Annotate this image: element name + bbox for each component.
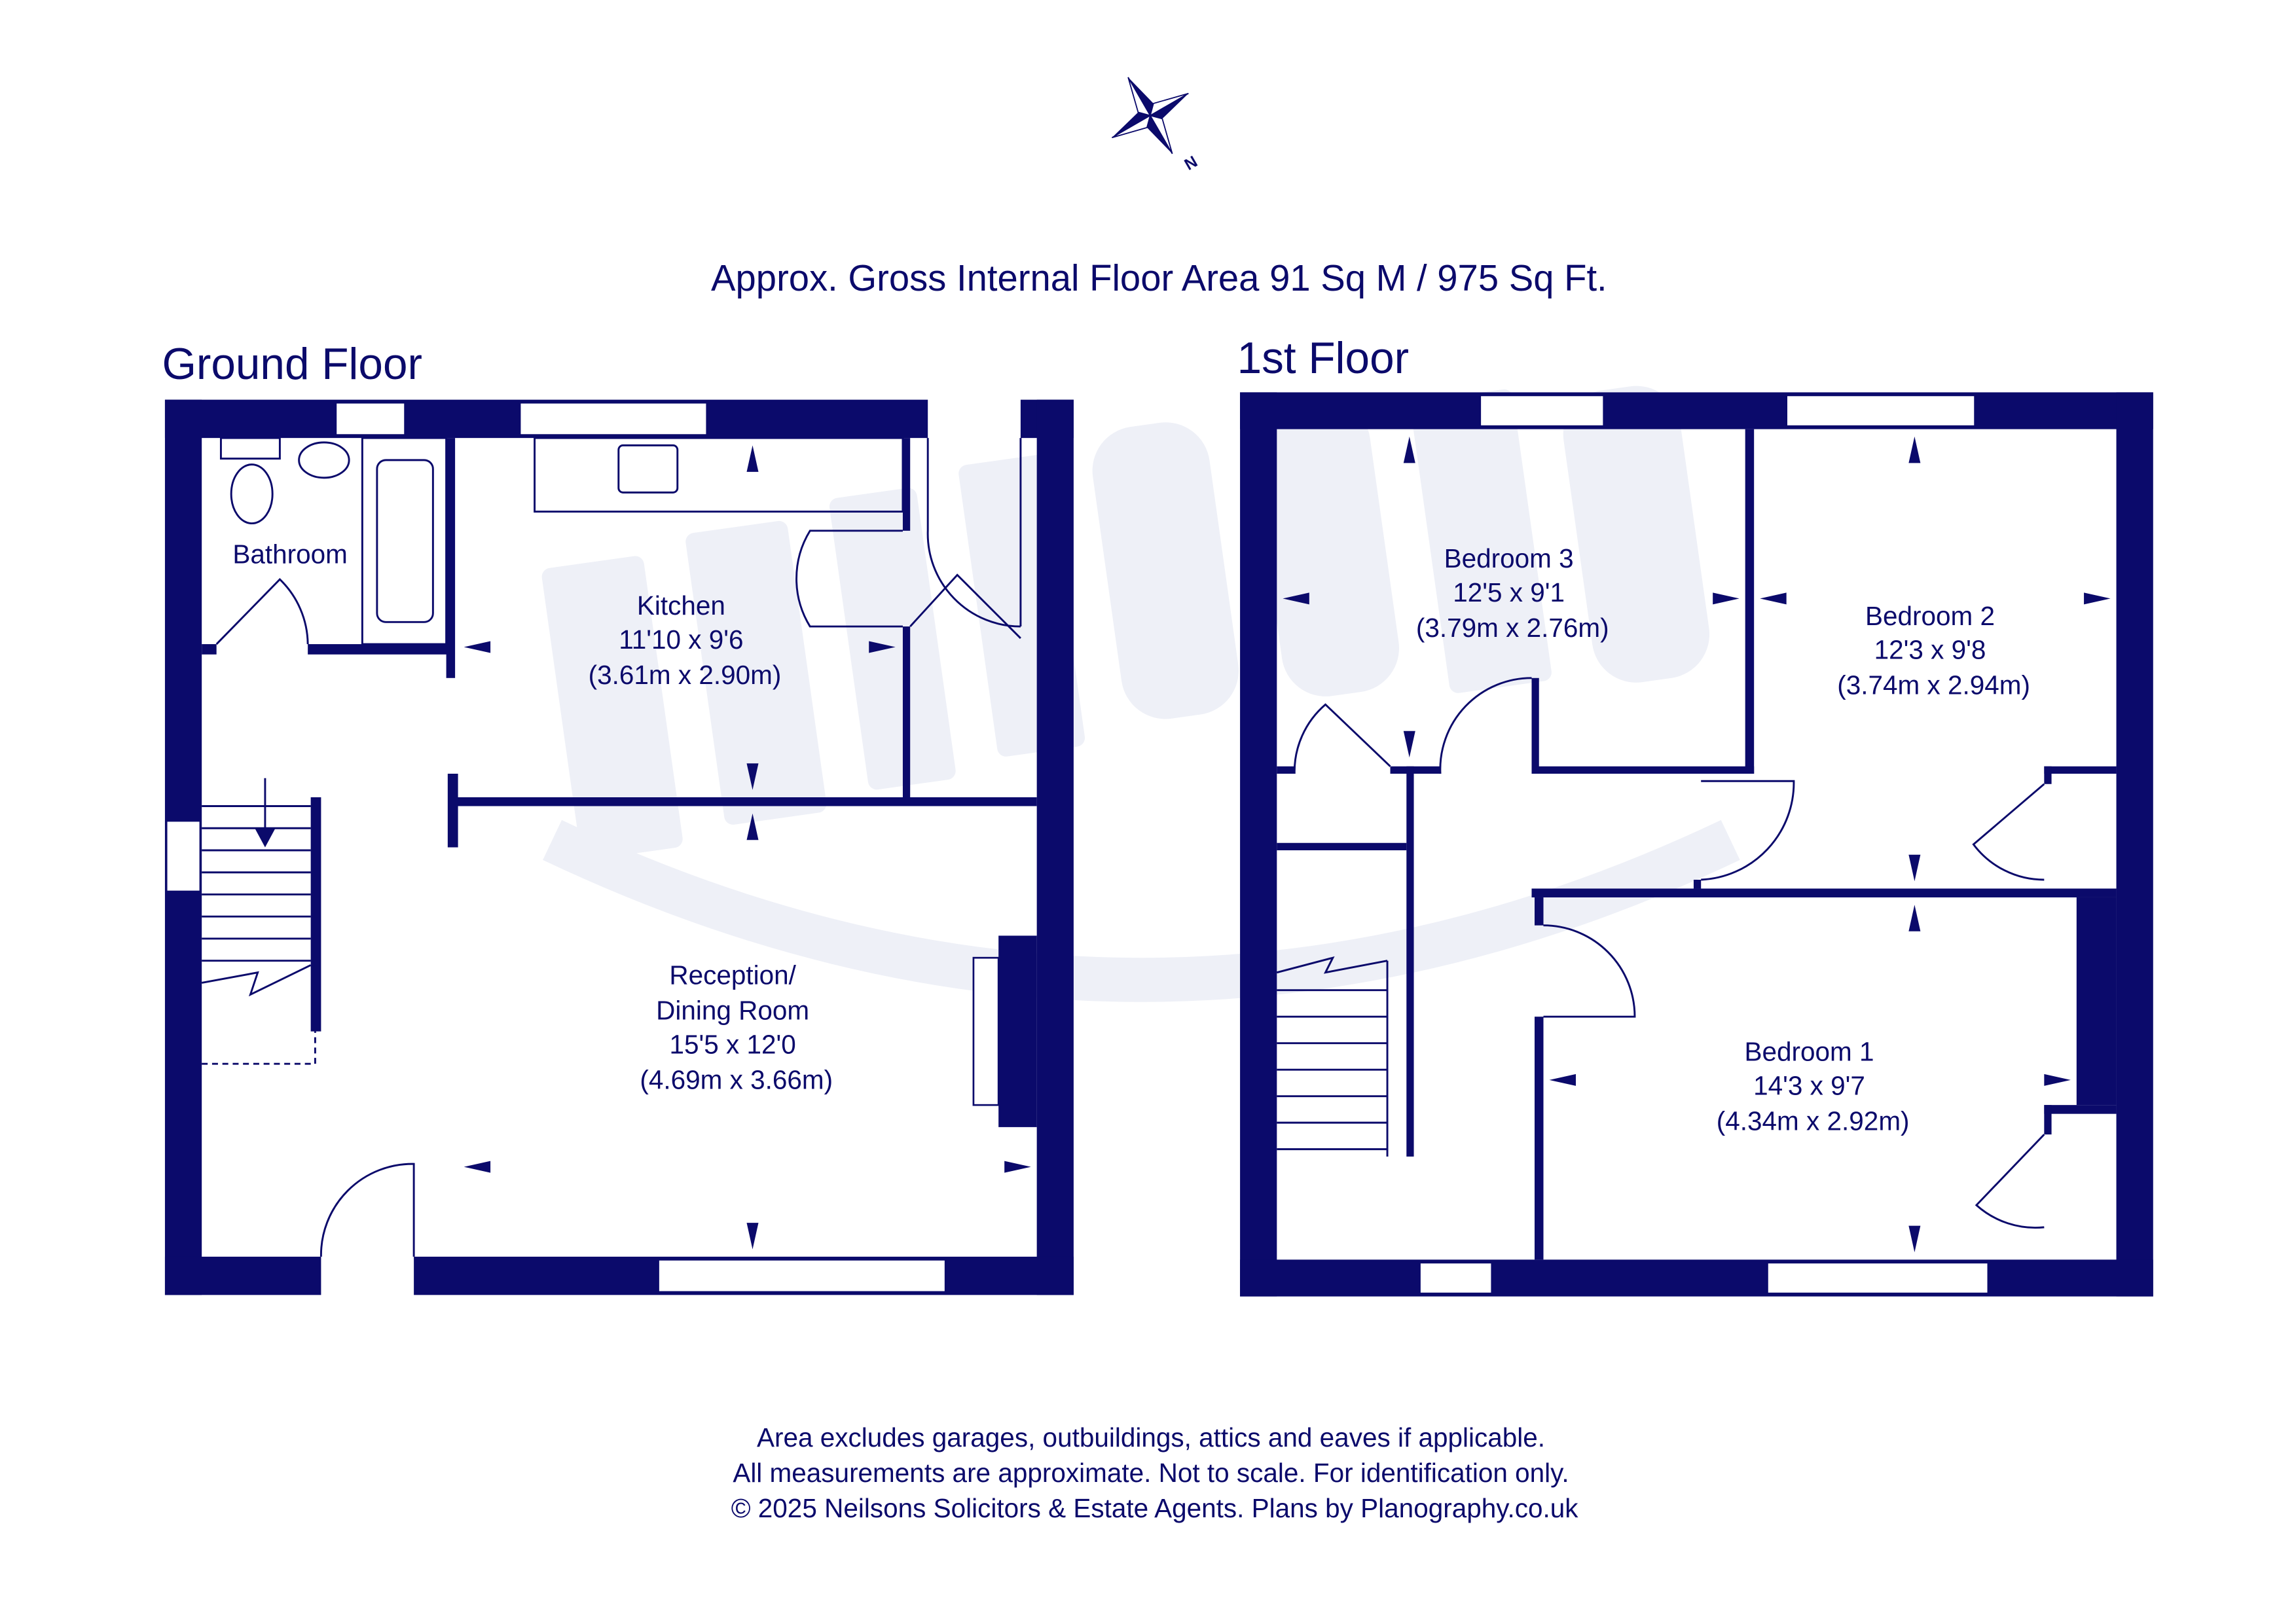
room-label-bedroom-2: Bedroom 2 12'3 x 9'8 (3.74m x 2.94m) xyxy=(1837,601,2030,700)
staircase xyxy=(201,778,316,1065)
ground-floor-plan xyxy=(164,399,1074,1295)
compass-north-label: N xyxy=(1182,153,1201,174)
room-label-kitchen: Kitchen 11'10 x 9'6 (3.61m x 2.90m) xyxy=(589,590,782,690)
first-floor-plan xyxy=(1240,392,2153,1297)
watermark-swoosh xyxy=(543,820,1740,1002)
room-label-bedroom-3: Bedroom 3 12'5 x 9'1 (3.79m x 2.76m) xyxy=(1416,543,1609,643)
compass-icon xyxy=(1111,77,1189,154)
ground-floor-title: Ground Floor xyxy=(162,340,422,389)
area-summary: Approx. Gross Internal Floor Area 91 Sq … xyxy=(711,257,1607,298)
room-label-reception: Reception/ Dining Room 15'5 x 12'0 (4.69… xyxy=(640,960,833,1095)
staircase xyxy=(1276,956,1389,1157)
room-label-bedroom-1: Bedroom 1 14'3 x 9'7 (4.34m x 2.92m) xyxy=(1717,1037,1910,1136)
first-floor-title: 1st Floor xyxy=(1237,334,1409,383)
room-label-bathroom: Bathroom xyxy=(232,539,348,569)
watermark-logo xyxy=(541,386,1710,860)
stairs-down-arrow-icon xyxy=(255,828,276,848)
footer-disclaimer: Area excludes garages, outbuildings, att… xyxy=(731,1422,1579,1523)
